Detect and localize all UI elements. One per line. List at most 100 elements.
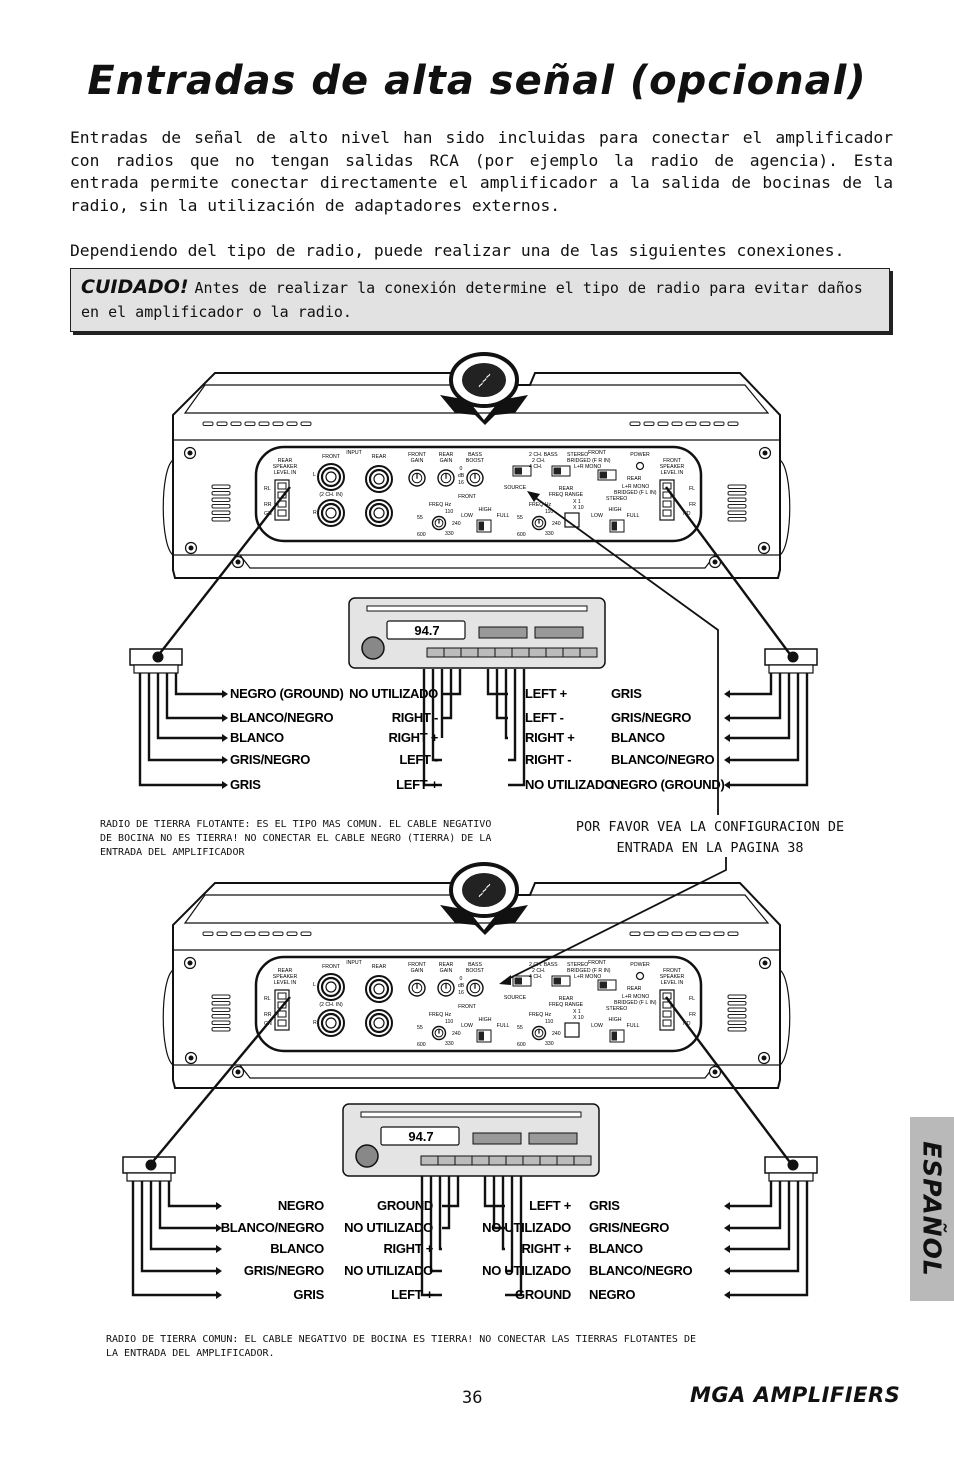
panel-rear-freq-label: REAR <box>559 996 574 1002</box>
harness-plug <box>764 648 818 666</box>
panel-rear-mode-option: BRIDGED (F L IN) <box>614 1000 657 1006</box>
cd-slot <box>366 605 588 612</box>
panel-rear-speaker-label: REAR <box>278 968 293 974</box>
caution-text: Antes de realizar la conexión determine … <box>81 279 863 321</box>
panel-rear-label: REAR <box>372 964 387 970</box>
volume-knob <box>355 1144 379 1168</box>
panel-front-speaker-label: LEVEL IN <box>661 980 684 986</box>
radio-output-right: LEFT + <box>525 686 568 701</box>
panel-source-option: 4 CH. <box>529 974 542 980</box>
rear-xover-switch <box>609 519 625 533</box>
power-led <box>635 971 645 981</box>
radio-wire-right-0 <box>483 1176 505 1208</box>
preset-button <box>556 1155 575 1166</box>
preset-button <box>454 1155 473 1166</box>
panel-2ch-label: (2 CH. IN) <box>319 492 343 498</box>
panel-rear-speaker-label: SPEAKER <box>273 464 298 470</box>
wire-right-4 <box>730 1181 809 1297</box>
radio-wire-left-4 <box>422 669 442 787</box>
panel-source-option: 2 CH. BASS <box>529 452 558 458</box>
harness-pin <box>152 651 164 663</box>
wire-color-left: GRIS/NEGRO <box>244 1263 324 1278</box>
panel-front-gain-label: GAIN <box>411 968 424 974</box>
radio-output-left: NO UTILIZADO <box>344 1220 433 1235</box>
freq-rear-scale: 110 <box>545 509 553 515</box>
radio-output-left: RIGHT + <box>383 1241 433 1256</box>
preset-button <box>437 1155 456 1166</box>
radio-wire-left-0 <box>442 669 462 696</box>
panel-l: L <box>313 472 316 478</box>
wire-color-right: GRIS <box>611 686 642 701</box>
caution-box: CUIDADO!Antes de realizar la conexión de… <box>70 268 890 332</box>
radio-output-right: GROUND <box>515 1287 571 1302</box>
panel-rear-freq-label: FREQ RANGE <box>549 492 584 498</box>
head-unit-body <box>348 597 606 669</box>
freq-front-scale: 55 <box>417 515 423 521</box>
panel-2ch-label: (2 CH. IN) <box>319 1002 343 1008</box>
panel-db-scale: 16 <box>458 480 464 486</box>
harness-pin <box>787 651 799 663</box>
radio-wire-left-1 <box>442 1176 451 1230</box>
wire-left-1 <box>158 1181 216 1230</box>
wire-color-left: BLANCO <box>270 1241 324 1256</box>
wire-color-left: BLANCO <box>230 730 284 745</box>
panel-input-label: INPUT <box>346 960 362 966</box>
panel-rear-mode-option: REAR <box>627 986 642 992</box>
radio-output-right: RIGHT + <box>521 1241 571 1256</box>
panel-gnd: GN <box>264 511 272 517</box>
wire-right-2 <box>730 673 791 740</box>
radio-output-left: LEFT + <box>396 777 439 792</box>
wire-color-right: BLANCO <box>589 1241 643 1256</box>
harness-plug <box>764 1156 818 1174</box>
rca-front-l <box>317 463 345 491</box>
preset-button <box>488 1155 507 1166</box>
radio-wire-right-2 <box>504 669 508 740</box>
panel-input-label: INPUT <box>346 450 362 456</box>
freq-rear-label: FREQ Hz <box>529 502 552 508</box>
rear-gain-knob <box>437 979 455 997</box>
panel-high: HIGH <box>479 1017 492 1023</box>
panel-power-label: POWER <box>630 452 650 458</box>
brand-logo-mark: ~~~ <box>475 371 495 392</box>
radio-output-left: NO UTILIZADO <box>344 1263 433 1278</box>
wire-color-left: NEGRO (GROUND) <box>230 686 344 701</box>
freq-rear-scale: 55 <box>517 515 523 521</box>
panel-front-speaker-label: LEVEL IN <box>661 470 684 476</box>
panel-rr: RR <box>264 1012 272 1018</box>
panel-rear-label: REAR <box>372 454 387 460</box>
footer-brand: MGA AMPLIFIERS <box>690 1383 901 1407</box>
panel-mode-option: STEREO <box>567 962 588 968</box>
wire-color-left: GRIS <box>293 1287 324 1302</box>
freq-rear-scale: 330 <box>545 1041 554 1047</box>
panel-front-label: FRONT <box>322 964 341 970</box>
wire-left-0 <box>174 673 222 696</box>
brand-logo <box>449 862 519 918</box>
panel-high: HIGH <box>479 507 492 513</box>
panel-rl: RL <box>264 486 271 492</box>
brand-logo-mark: ~~~ <box>475 881 495 902</box>
wire-right-3 <box>730 673 800 762</box>
wire-left-2 <box>149 1181 216 1251</box>
freq-rear-scale: 600 <box>517 532 526 538</box>
panel-rear-freq-label: REAR <box>559 486 574 492</box>
freq-front-scale: 240 <box>452 1031 461 1037</box>
wire-color-right: GRIS <box>589 1198 620 1213</box>
panel-db-scale: 0 <box>460 976 463 982</box>
radio-output-right: NO UTILIZADO <box>482 1220 571 1235</box>
radio-wire-right-1 <box>492 1176 505 1230</box>
panel-mode-option: L+R MONO <box>574 464 601 470</box>
panel-source-option: 2 CH. <box>532 968 545 974</box>
panel-fl: FL <box>689 486 695 492</box>
control-panel <box>254 445 703 543</box>
panel-fl: FL <box>689 996 695 1002</box>
panel-l: L <box>313 982 316 988</box>
harness-pin <box>145 1159 157 1171</box>
wire-harness-left-2 <box>122 1156 176 1182</box>
wire-left-2 <box>156 673 222 740</box>
reference-note: POR FAVOR VEA LA CONFIGURACION DE ENTRAD… <box>575 819 845 856</box>
wire-right-1 <box>730 1181 782 1230</box>
panel-rear-gain-label: GAIN <box>440 968 453 974</box>
mode-switch <box>551 465 571 477</box>
rca-front-r <box>317 499 345 527</box>
